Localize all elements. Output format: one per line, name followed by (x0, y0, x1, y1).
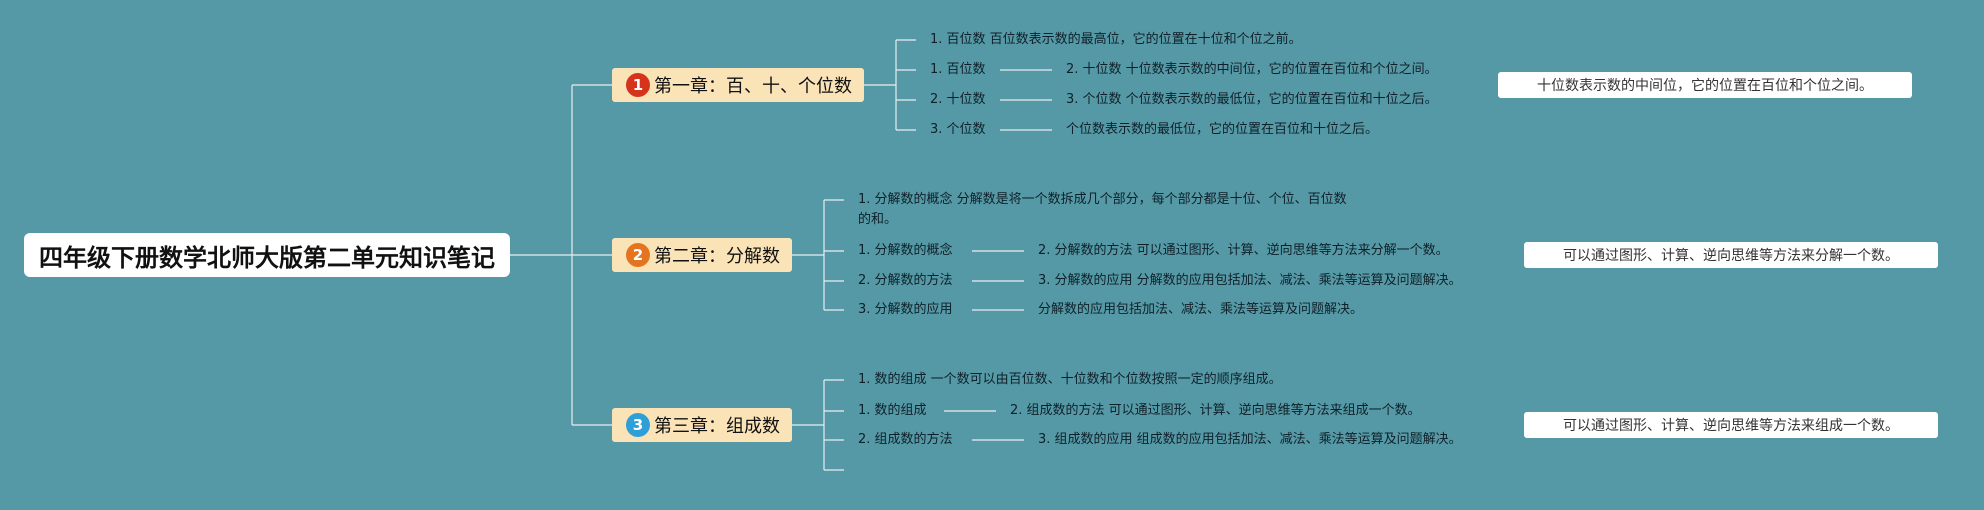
chapter-1-intro[interactable]: 1. 百位数 百位数表示数的最高位，它的位置在十位和个位之前。 (930, 32, 1302, 47)
chapter-1-note[interactable]: 十位数表示数的中间位，它的位置在百位和个位之间。 (1498, 72, 1912, 98)
chapter-3-note[interactable]: 可以通过图形、计算、逆向思维等方法来组成一个数。 (1524, 412, 1938, 438)
chapter-2-row-3-detail[interactable]: 分解数的应用包括加法、减法、乘法等运算及问题解决。 (1038, 302, 1364, 317)
chapter-3-badge: 3 (626, 413, 650, 437)
chapter-1-row-2-detail[interactable]: 3. 个位数 个位数表示数的最低位，它的位置在百位和十位之后。 (1066, 92, 1438, 107)
chapter-2-note-text: 可以通过图形、计算、逆向思维等方法来分解一个数。 (1563, 248, 1899, 264)
chapter-3-row-1-label[interactable]: 1. 数的组成 (858, 403, 927, 418)
chapter-2-intro[interactable]: 1. 分解数的概念 分解数是将一个数拆成几个部分，每个部分都是十位、个位、百位数… (858, 192, 1347, 227)
chapter-1-row-3-label[interactable]: 3. 个位数 (930, 122, 986, 137)
chapter-3-node[interactable]: 3 第三章：组成数 (612, 408, 792, 442)
chapter-1-row-1-label[interactable]: 1. 百位数 (930, 62, 986, 77)
chapter-1-title: 第一章：百、十、个位数 (654, 76, 852, 97)
chapter-2-row-2-detail[interactable]: 3. 分解数的应用 分解数的应用包括加法、减法、乘法等运算及问题解决。 (1038, 273, 1462, 288)
chapter-1-row-2-label[interactable]: 2. 十位数 (930, 92, 986, 107)
chapter-1-note-text: 十位数表示数的中间位，它的位置在百位和个位之间。 (1537, 78, 1873, 94)
chapter-3-intro[interactable]: 1. 数的组成 一个数可以由百位数、十位数和个位数按照一定的顺序组成。 (858, 372, 1282, 387)
chapter-2-badge: 2 (626, 243, 650, 267)
root-topic[interactable]: 四年级下册数学北师大版第二单元知识笔记 (24, 233, 510, 277)
chapter-2-row-2-label[interactable]: 2. 分解数的方法 (858, 273, 953, 288)
chapter-3-title: 第三章：组成数 (654, 416, 780, 437)
chapter-2-row-3-label[interactable]: 3. 分解数的应用 (858, 302, 953, 317)
chapter-1-node[interactable]: 1 第一章：百、十、个位数 (612, 68, 864, 102)
chapter-2-note[interactable]: 可以通过图形、计算、逆向思维等方法来分解一个数。 (1524, 242, 1938, 268)
chapter-3-row-1-detail[interactable]: 2. 组成数的方法 可以通过图形、计算、逆向思维等方法来组成一个数。 (1010, 403, 1421, 418)
chapter-2-row-1-label[interactable]: 1. 分解数的概念 (858, 243, 953, 258)
chapter-3-row-2-label[interactable]: 2. 组成数的方法 (858, 432, 953, 447)
chapter-1-row-3-detail[interactable]: 个位数表示数的最低位，它的位置在百位和十位之后。 (1066, 122, 1379, 137)
chapter-1-badge: 1 (626, 73, 650, 97)
chapter-2-title: 第二章：分解数 (654, 246, 780, 267)
chapter-3-note-text: 可以通过图形、计算、逆向思维等方法来组成一个数。 (1563, 418, 1899, 434)
chapter-2-row-1-detail[interactable]: 2. 分解数的方法 可以通过图形、计算、逆向思维等方法来分解一个数。 (1038, 243, 1449, 258)
chapter-2-node[interactable]: 2 第二章：分解数 (612, 238, 792, 272)
root-title: 四年级下册数学北师大版第二单元知识笔记 (39, 243, 495, 272)
chapter-3-row-2-detail[interactable]: 3. 组成数的应用 组成数的应用包括加法、减法、乘法等运算及问题解决。 (1038, 432, 1462, 447)
chapter-1-row-1-detail[interactable]: 2. 十位数 十位数表示数的中间位，它的位置在百位和个位之间。 (1066, 62, 1438, 77)
